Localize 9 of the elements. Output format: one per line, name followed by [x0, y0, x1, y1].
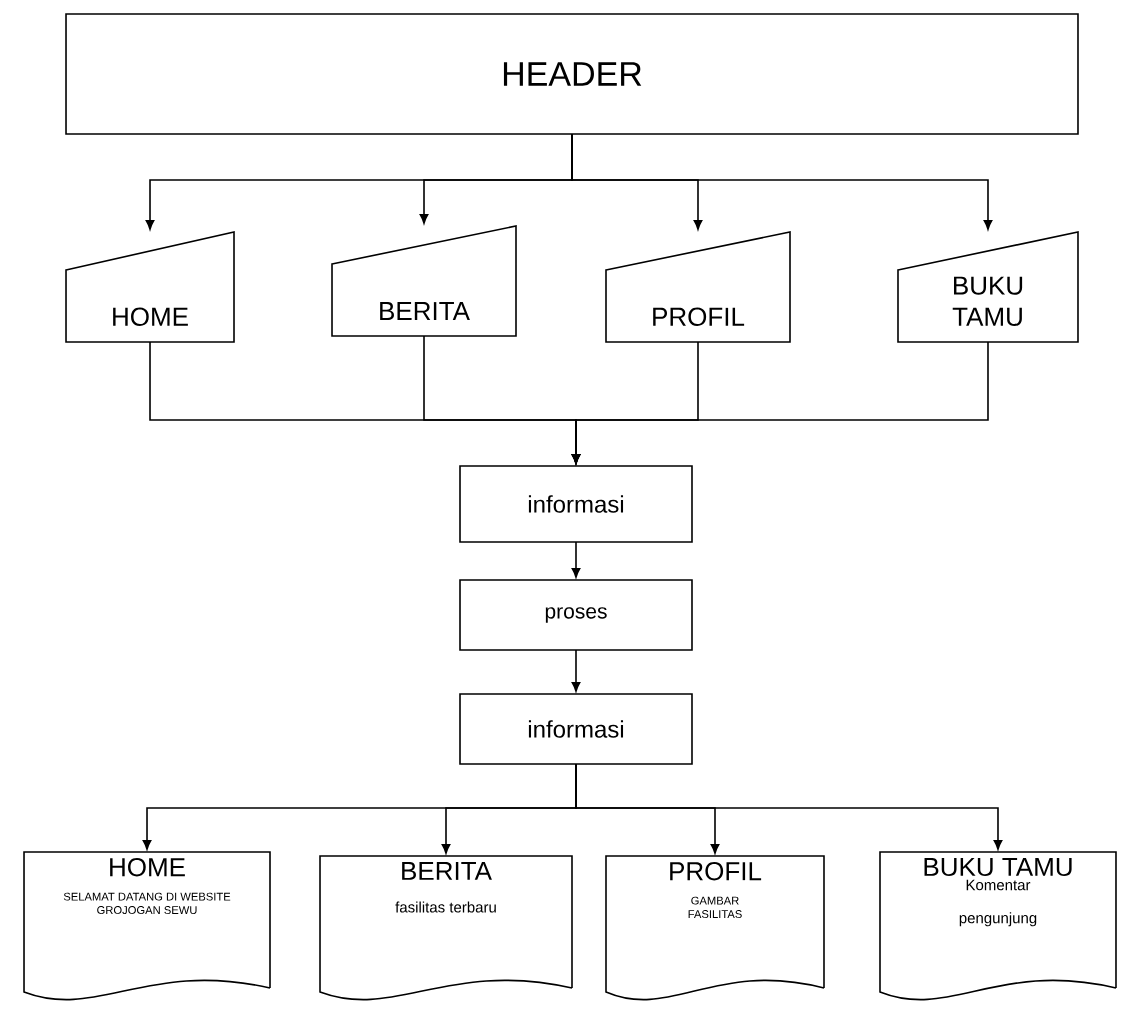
process-box: informasi: [459, 465, 693, 543]
arrow: [571, 541, 581, 578]
arrow: [571, 341, 989, 464]
process-box: informasi: [459, 693, 693, 765]
process-box: proses: [459, 579, 693, 651]
header-box: HEADER: [65, 13, 1079, 135]
arrow: [571, 649, 581, 692]
arrow: [575, 763, 1003, 850]
arrow: [571, 133, 993, 230]
